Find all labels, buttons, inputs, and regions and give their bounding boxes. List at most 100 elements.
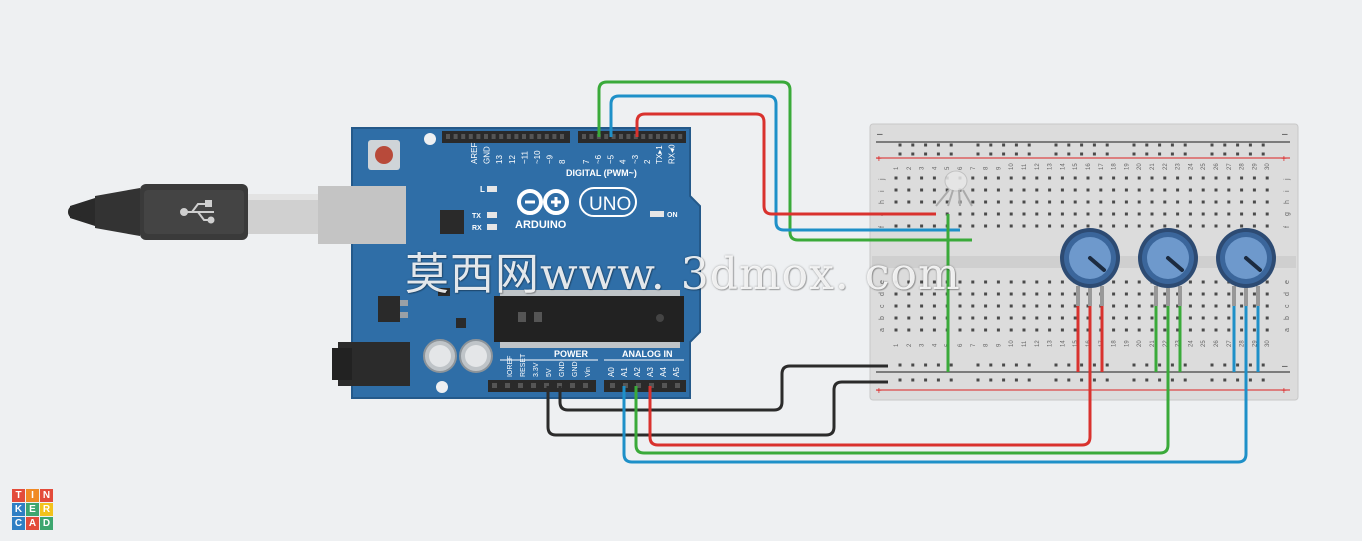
capacitor xyxy=(423,339,493,373)
row-label: j xyxy=(1284,178,1291,181)
rail-plus-bottom-left: + xyxy=(876,386,882,397)
wire-green-a1[interactable] xyxy=(634,306,1170,455)
column-label: 15 xyxy=(1073,340,1079,347)
column-label: 30 xyxy=(1265,163,1271,170)
column-label: 29 xyxy=(1252,340,1258,347)
potentiometer[interactable] xyxy=(1216,228,1276,306)
column-label: 22 xyxy=(1163,163,1169,170)
row-label: i xyxy=(1284,190,1291,192)
column-label: 12 xyxy=(1035,340,1041,347)
row-label: j xyxy=(879,178,886,181)
potentiometer[interactable] xyxy=(1060,228,1120,306)
column-label: 4 xyxy=(932,166,938,170)
power-label: POWER xyxy=(554,349,589,359)
column-label: 15 xyxy=(1073,163,1079,170)
logo-letter: D xyxy=(40,517,53,530)
column-label: 27 xyxy=(1227,340,1233,347)
row-label: h xyxy=(1284,200,1291,204)
column-label: 17 xyxy=(1099,163,1105,170)
column-label: 19 xyxy=(1124,340,1130,347)
analog-pin-label: A5 xyxy=(672,367,681,377)
row-label: b xyxy=(879,316,886,320)
rail-plus-bottom-right: + xyxy=(1281,386,1287,397)
column-label: 21 xyxy=(1150,340,1156,347)
pin-label: ~6 xyxy=(594,154,603,164)
logo-letter: K xyxy=(12,503,25,516)
brand-label: ARDUINO xyxy=(515,219,567,231)
analog-header[interactable] xyxy=(604,380,686,392)
column-label: 20 xyxy=(1137,163,1143,170)
pin-label: GND xyxy=(483,146,492,164)
pin-label: ~5 xyxy=(606,154,615,164)
column-label: 10 xyxy=(1009,163,1015,170)
column-label: 18 xyxy=(1112,163,1118,170)
logo-letter: T xyxy=(12,489,25,502)
pin-label: ~11 xyxy=(520,150,529,164)
uno-badge: UNO xyxy=(579,187,637,217)
dc-power-jack xyxy=(332,342,410,386)
column-label: 28 xyxy=(1240,340,1246,347)
column-label: 25 xyxy=(1201,340,1207,347)
wire-red-pin3[interactable] xyxy=(635,112,936,216)
led-l xyxy=(487,186,497,192)
column-label: 3 xyxy=(920,343,926,347)
column-label: 11 xyxy=(1022,340,1028,347)
analog-pin-label: A1 xyxy=(620,367,629,377)
usb-socket xyxy=(318,186,406,244)
wire-green-pin6[interactable] xyxy=(597,80,972,242)
row-label: d xyxy=(1284,292,1291,296)
column-label: 30 xyxy=(1265,340,1271,347)
reset-button[interactable] xyxy=(368,140,400,170)
column-label: 25 xyxy=(1201,163,1207,170)
rail-plus-top-left: + xyxy=(876,154,882,165)
logo-letter: A xyxy=(26,517,39,530)
column-label: 6 xyxy=(958,343,964,347)
pin-label: 2 xyxy=(643,159,652,164)
column-label: 9 xyxy=(996,166,1002,170)
rail-minus-top-left: – xyxy=(877,129,883,140)
column-label: 13 xyxy=(1048,163,1054,170)
power-header[interactable] xyxy=(488,380,596,392)
wire-blue-a0[interactable] xyxy=(622,306,1248,464)
row-label: f xyxy=(1284,226,1291,228)
svg-text:UNO: UNO xyxy=(589,194,631,215)
column-label: 6 xyxy=(958,166,964,170)
wire-blue-pin5[interactable] xyxy=(609,94,960,232)
column-label: 29 xyxy=(1252,163,1258,170)
column-label: 22 xyxy=(1163,340,1169,347)
power-pin-label: RESET xyxy=(520,353,527,377)
rgb-led[interactable] xyxy=(935,170,973,207)
pin-label: 13 xyxy=(495,155,504,164)
wire-black-5v-rail[interactable] xyxy=(546,380,888,437)
power-pin-label: IOREF xyxy=(507,356,514,377)
column-label: 20 xyxy=(1137,340,1143,347)
watermark-text: 莫西网www. 3dmox. com xyxy=(405,249,961,300)
analog-pin-label: A0 xyxy=(607,367,616,377)
pin-label: 8 xyxy=(558,159,567,164)
row-label: e xyxy=(1284,280,1291,284)
row-label: a xyxy=(1284,328,1291,332)
column-label: 27 xyxy=(1227,163,1233,170)
column-label: 7 xyxy=(971,343,977,347)
digital-header[interactable] xyxy=(442,131,686,143)
usb-icon xyxy=(180,200,215,224)
potentiometer[interactable] xyxy=(1138,228,1198,306)
column-label: 19 xyxy=(1124,163,1130,170)
wire-black-gnd-rail[interactable] xyxy=(558,364,888,412)
wire-red-a3[interactable] xyxy=(648,306,1092,447)
column-label: 2 xyxy=(907,343,913,347)
analog-pin-label: A3 xyxy=(646,367,655,377)
row-label: i xyxy=(879,190,886,192)
pin-label: ~9 xyxy=(546,154,555,164)
column-label: 9 xyxy=(996,343,1002,347)
column-label: 11 xyxy=(1022,163,1028,170)
column-label: 1 xyxy=(894,166,900,170)
power-pin-label: Vin xyxy=(585,367,592,377)
arduino-logo xyxy=(517,189,569,215)
analog-label: ANALOG IN xyxy=(622,349,673,359)
wires[interactable] xyxy=(546,80,1260,464)
led-rx xyxy=(487,224,497,230)
